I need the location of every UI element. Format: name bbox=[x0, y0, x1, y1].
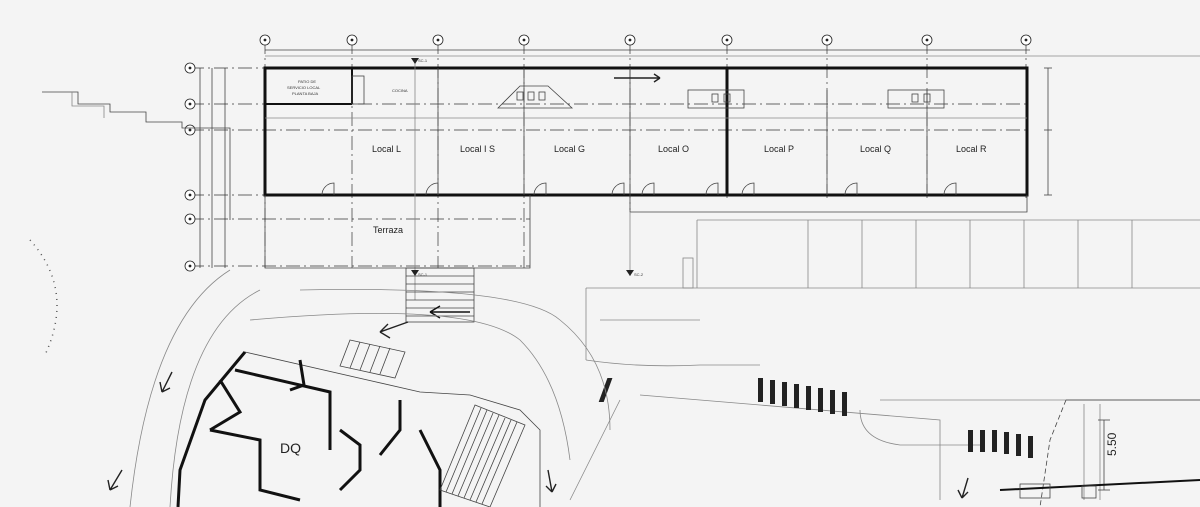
door-swings bbox=[321, 182, 957, 196]
entrance-stairs bbox=[405, 267, 475, 323]
cocina-label: COCINA bbox=[392, 88, 408, 93]
road-arrows bbox=[107, 73, 969, 499]
section-label-sc1-bottom: SC-1 bbox=[418, 272, 428, 277]
local-label: Local P bbox=[764, 144, 794, 154]
patio-label-2: SERVICIO LOCAL bbox=[287, 85, 321, 90]
local-label: Local I S bbox=[460, 144, 495, 154]
section-markers: SC-1 SC-1 SC-2 bbox=[411, 58, 644, 300]
bathroom-fixtures bbox=[497, 85, 945, 109]
building-outline bbox=[263, 66, 1029, 269]
dimension-label-550: 5.50 bbox=[1105, 432, 1119, 456]
parking-lot bbox=[569, 219, 1200, 501]
crosswalk-right bbox=[598, 378, 1033, 458]
lower-right-building bbox=[999, 399, 1200, 507]
section-label-sc1-top: SC-1 bbox=[418, 58, 428, 63]
lower-building: DQ bbox=[176, 339, 541, 507]
dq-label: DQ bbox=[280, 440, 301, 456]
local-label: Local L bbox=[372, 144, 401, 154]
local-label: Local Q bbox=[860, 144, 891, 154]
section-label-sc2: SC-2 bbox=[634, 272, 644, 277]
local-label: Local G bbox=[554, 144, 585, 154]
local-label: Local O bbox=[658, 144, 689, 154]
locals-labels: Local L Local I S Local G Local O Local … bbox=[372, 144, 987, 154]
road-curves bbox=[129, 269, 611, 507]
dotted-arc bbox=[29, 239, 58, 356]
terraza-label: Terraza bbox=[373, 225, 403, 235]
patio-label-3: PLANTA BAJA bbox=[292, 91, 318, 96]
local-label: Local R bbox=[956, 144, 987, 154]
right-dimension-lines bbox=[1044, 67, 1052, 196]
site-boundary-left bbox=[42, 91, 231, 220]
patio-label-1: PATIO DE bbox=[298, 79, 316, 84]
